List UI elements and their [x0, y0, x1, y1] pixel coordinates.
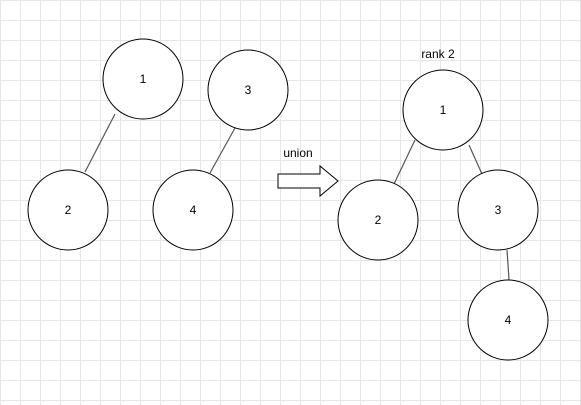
- node-3: 3: [207, 49, 289, 131]
- node-label: 4: [505, 313, 512, 327]
- node-label: 4: [190, 203, 197, 217]
- rank-label: rank 2: [421, 47, 455, 61]
- edge-1-2: [393, 139, 416, 185]
- node-3: 3: [457, 169, 539, 251]
- node-2: 2: [337, 179, 419, 261]
- node-2: 2: [27, 169, 109, 251]
- node-label: 2: [375, 213, 382, 227]
- node-label: 2: [65, 203, 72, 217]
- right-graph: rank 2 1 2 3 4: [337, 47, 549, 361]
- edge-1-2: [84, 113, 116, 173]
- edge-1-3: [468, 144, 483, 175]
- left-graph: 1 2 3 4: [27, 38, 289, 251]
- union-label: union: [283, 146, 312, 160]
- union-arrow: union: [277, 146, 339, 198]
- arrow-right-icon: [277, 164, 339, 198]
- node-label: 3: [245, 83, 252, 97]
- node-4: 4: [467, 279, 549, 361]
- node-label: 1: [440, 103, 447, 117]
- node-1: 1: [102, 38, 184, 120]
- edge-3-4: [209, 127, 236, 174]
- edge-3-4: [506, 249, 510, 281]
- node-4: 4: [152, 169, 234, 251]
- node-label: 1: [140, 72, 147, 86]
- node-label: 3: [495, 203, 502, 217]
- node-1: 1: [402, 69, 484, 151]
